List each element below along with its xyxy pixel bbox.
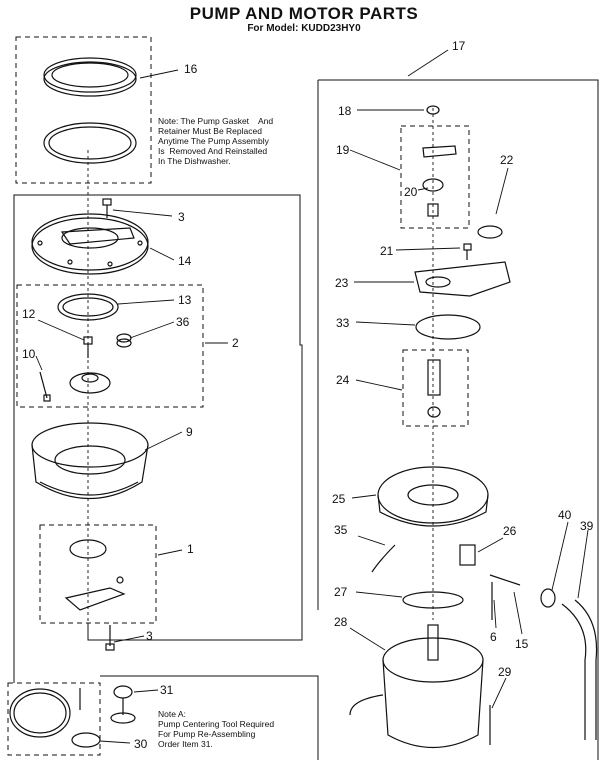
impeller [69, 372, 111, 394]
check-valve-15 [489, 574, 521, 586]
callout-labels: 16 17 18 19 22 20 3 21 14 23 13 12 36 2 … [22, 39, 594, 751]
callout-26: 26 [503, 524, 517, 538]
callout-13: 13 [178, 293, 192, 307]
plug-36 [116, 333, 132, 348]
callout-36: 36 [176, 315, 190, 329]
callout-24: 24 [336, 373, 350, 387]
callout-1: 1 [187, 542, 194, 556]
group-boxes [7, 36, 470, 756]
leader-lines [35, 49, 589, 744]
callout-25: 25 [332, 492, 346, 506]
screw-10 [39, 371, 51, 402]
callout-10: 10 [22, 347, 36, 361]
callout-16: 16 [184, 62, 198, 76]
o-ring-22 [477, 225, 503, 239]
callout-21: 21 [380, 244, 394, 258]
valve-assembly-box [39, 524, 157, 624]
screw-21 [463, 243, 472, 260]
callout-19: 19 [336, 143, 350, 157]
retainer-ring-16 [43, 57, 137, 97]
pump-cover-14 [31, 213, 149, 275]
pump-housing-9 [31, 422, 149, 499]
screw-3-top [102, 198, 112, 218]
impeller-assembly-box [16, 284, 204, 408]
boundary-lines [13, 79, 599, 760]
callout-3-top: 3 [178, 210, 185, 224]
motor-wiring [349, 694, 384, 716]
callout-35: 35 [334, 523, 348, 537]
centering-ring [9, 688, 71, 738]
callout-6: 6 [490, 630, 497, 644]
callout-23: 23 [335, 276, 349, 290]
centering-tool-note: Note A: Pump Centering Tool Required For… [158, 709, 275, 749]
callout-39: 39 [580, 519, 594, 533]
seal-24 [427, 359, 441, 418]
model-subtitle: For Model: KUDD23HY0 [247, 23, 361, 34]
pump-gasket [43, 122, 137, 164]
plate-23 [414, 261, 511, 297]
gasket-13 [57, 293, 119, 321]
nut-18 [426, 105, 440, 115]
callout-30: 30 [134, 737, 148, 751]
callout-17: 17 [452, 39, 466, 53]
centering-seal-30 [71, 732, 101, 748]
valve-1 [64, 539, 126, 611]
callout-18: 18 [338, 104, 352, 118]
seal-assembly-box [402, 349, 469, 427]
screw-3-bottom [105, 625, 115, 651]
diagram-title: PUMP AND MOTOR PARTS [189, 4, 419, 23]
screw-12 [83, 336, 93, 358]
bearing-20 [422, 178, 444, 217]
callout-31: 31 [160, 683, 174, 697]
callout-9: 9 [186, 425, 193, 439]
callout-20: 20 [404, 185, 418, 199]
callout-12: 12 [22, 307, 36, 321]
centering-tool-31 [110, 685, 136, 724]
callout-27: 27 [334, 585, 348, 599]
callout-40: 40 [558, 508, 572, 522]
callout-28: 28 [334, 615, 348, 629]
bracket-26 [459, 544, 476, 566]
motor-mount-25 [377, 466, 489, 527]
slinger-27 [402, 591, 464, 609]
gasket-33 [415, 314, 481, 340]
gasket-note: Note: The Pump Gasket And Retainer Must … [158, 116, 274, 166]
cam-19 [422, 145, 457, 158]
callout-2: 2 [232, 336, 239, 350]
drain-hose-39 [561, 599, 598, 740]
clamp-40 [540, 588, 556, 608]
callout-33: 33 [336, 316, 350, 330]
motor-28 [382, 624, 484, 749]
centering-tool-box [7, 682, 101, 756]
hose-35 [371, 544, 396, 573]
callout-22: 22 [500, 153, 514, 167]
callout-14: 14 [178, 254, 192, 268]
callout-29: 29 [498, 665, 512, 679]
callout-3-bottom: 3 [146, 629, 153, 643]
callout-15: 15 [515, 637, 529, 651]
cam-assembly-box [400, 125, 470, 229]
gasket-retainer-box [15, 36, 152, 184]
